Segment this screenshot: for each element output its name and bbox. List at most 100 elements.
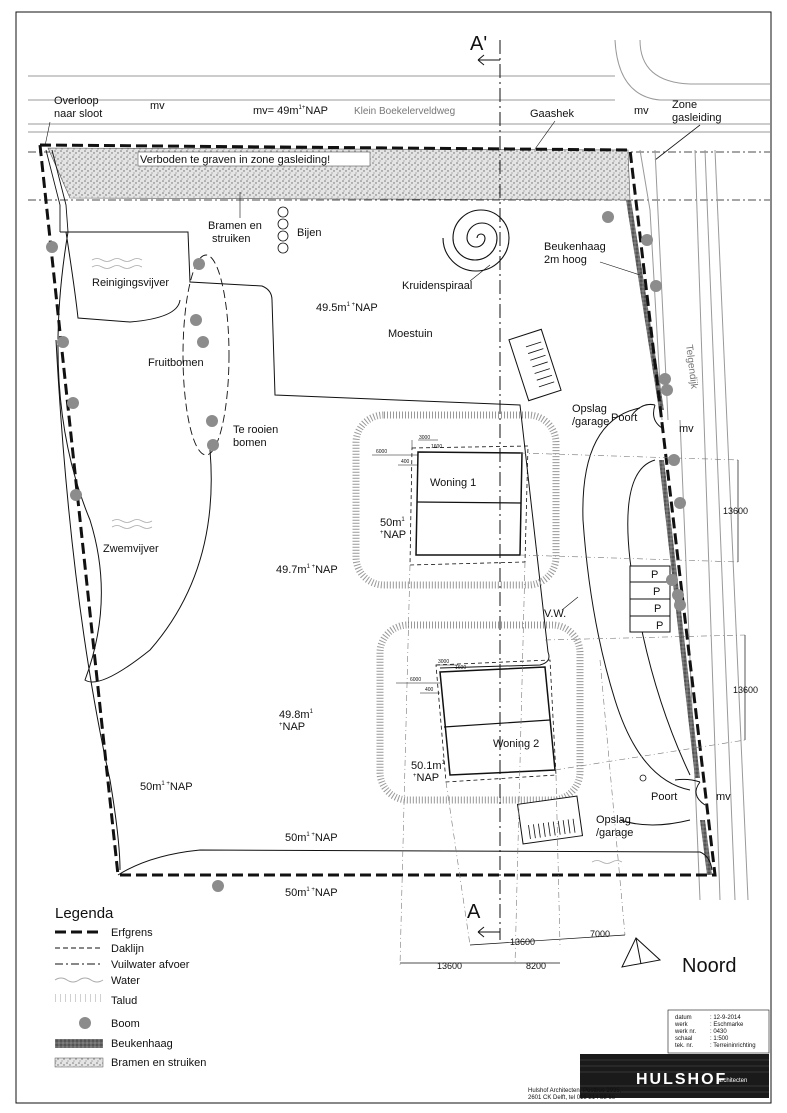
- tb-val-werknr: : 0430: [710, 1029, 727, 1035]
- level-501-label: 50.1m1: [411, 760, 446, 772]
- boom: [668, 454, 680, 466]
- dim-bottom-13600-a-label: 13600: [510, 937, 535, 947]
- tb-val-datum: : 12-9-2014: [710, 1015, 741, 1021]
- kruidenspiraal-leader: [469, 264, 491, 282]
- parking-label-1: P: [651, 569, 658, 581]
- dimension-lines: [399, 452, 746, 966]
- small-dim-1600-w1: 1600: [431, 444, 442, 450]
- level-501-nap-label: +NAP: [413, 772, 439, 784]
- fruit-tree-zone: [182, 254, 230, 456]
- water-waves: [91, 258, 623, 864]
- trees: [46, 211, 686, 892]
- garden-contour: [60, 231, 550, 669]
- poort-1-label: Poort: [611, 412, 637, 424]
- gas-zone-diagonal: [654, 124, 701, 161]
- legend-beukenhaag-label: Beukenhaag: [111, 1038, 173, 1050]
- verboden-label: Verboden te graven in zone gasleiding!: [140, 154, 330, 166]
- level-50-w1-label: 50m1: [380, 517, 405, 529]
- road-north-label: Klein Boekelerveldweg: [354, 106, 455, 117]
- boom: [206, 415, 218, 427]
- small-dim-1600-w2: 1600: [455, 665, 466, 671]
- legend-vuilwater-label: Vuilwater afvoer: [111, 959, 190, 971]
- talud-woning-2: [376, 621, 584, 804]
- tb-address-2: 2601 CK Delft, tel 015 214 88 66: [528, 1095, 616, 1101]
- overflow-ditch: [39, 145, 69, 233]
- boom: [672, 589, 684, 601]
- legend-talud-label: Talud: [111, 995, 137, 1007]
- mv-poort-1-label: mv: [679, 423, 694, 435]
- legend-talud-icon: [55, 994, 103, 1002]
- bramen-label-2: struiken: [212, 233, 251, 245]
- level-497-label: 49.7m1 +NAP: [276, 564, 338, 576]
- woning-1: [415, 451, 523, 556]
- logo-text: HULSHOF: [636, 1071, 727, 1088]
- beukenhaag-hedge: [626, 200, 664, 410]
- boom: [197, 336, 209, 348]
- opslag-2-label-1: Opslag: [596, 814, 631, 826]
- small-dim-400-w2: 400: [425, 687, 434, 693]
- opslag-2-label-2: /garage: [596, 827, 633, 839]
- boom: [46, 241, 58, 253]
- tb-key-werk: werk: [674, 1022, 689, 1028]
- logo-sub: architecten: [718, 1078, 747, 1084]
- road-east: [639, 149, 749, 901]
- boom: [193, 258, 205, 270]
- legend-erfgrens-label: Erfgrens: [111, 927, 153, 939]
- dim-13600-b-label: 13600: [733, 685, 758, 695]
- small-dim-6000-w1: 6000: [376, 449, 387, 455]
- small-dim-6000-w2: 6000: [410, 677, 421, 683]
- boom: [67, 397, 79, 409]
- te-rooien-label-1: Te rooien: [233, 424, 278, 436]
- opslag-2: [516, 795, 584, 845]
- boom: [666, 574, 678, 586]
- moestuin-label: Moestuin: [388, 328, 433, 340]
- legend-bramen-label: Bramen en struiken: [111, 1057, 206, 1069]
- bijen-icon: [277, 206, 289, 254]
- small-dim-3000-w1: 3000: [419, 435, 430, 441]
- small-dims-w1: [372, 439, 438, 466]
- north-arrow-stem: [635, 937, 642, 965]
- level-495-label: 49.5m1 +NAP: [316, 302, 378, 314]
- dimension-bars: [400, 460, 746, 964]
- boom: [641, 234, 653, 246]
- boom: [212, 880, 224, 892]
- legend-boom-icon: [79, 1017, 91, 1029]
- legend-bramen-icon: [54, 1057, 104, 1068]
- fruitbomen-label: Fruitbomen: [148, 357, 204, 369]
- overloop-leader: [44, 121, 51, 147]
- parking-label-4: P: [656, 620, 663, 632]
- beukenhaag-label-2: 2m hoog: [544, 254, 587, 266]
- tb-val-schaal: : 1:500: [710, 1036, 729, 1042]
- mv-left-label: mv: [150, 100, 165, 112]
- page-border: [15, 11, 772, 1104]
- bijen-label: Bijen: [297, 227, 321, 239]
- small-dim-400-w1: 400: [401, 459, 410, 465]
- gaashek-leader: [534, 120, 556, 150]
- tb-key-werknr: werk nr.: [674, 1029, 696, 1035]
- boom: [674, 599, 686, 611]
- erfgrens: [38, 143, 717, 877]
- small-dims-w2: [396, 664, 458, 694]
- poort-1-gate: [631, 404, 663, 429]
- boom: [207, 439, 219, 451]
- opslag-1-label-1: Opslag: [572, 403, 607, 415]
- gaashek-label: Gaashek: [530, 108, 575, 120]
- poort-2-gate: [674, 778, 706, 806]
- tb-address-1: Hulshof Architecten, Postbus 2935,: [528, 1088, 622, 1094]
- driveway: [582, 407, 691, 791]
- tb-val-werk: : Eschmarke: [710, 1022, 744, 1028]
- zone-gas-label-2: gasleiding: [672, 112, 722, 124]
- legend-title: Legenda: [55, 905, 114, 922]
- tb-val-tekn: : Terreininrichting: [710, 1043, 756, 1049]
- section-arrow-bottom: [477, 926, 500, 938]
- parking-area: [629, 565, 671, 633]
- boom: [602, 211, 614, 223]
- dim-bottom-7000-label: 7000: [590, 929, 610, 939]
- level-498-label: 49.8m1: [279, 709, 314, 721]
- mv-poort-2-label: mv: [716, 791, 731, 803]
- zone-gas-label-1: Zone: [672, 99, 697, 111]
- legend-water-icon: [54, 977, 104, 983]
- talud-woning-1: [352, 411, 560, 589]
- level-498-nap-label: +NAP: [279, 721, 305, 733]
- section-top-label: A': [470, 33, 487, 55]
